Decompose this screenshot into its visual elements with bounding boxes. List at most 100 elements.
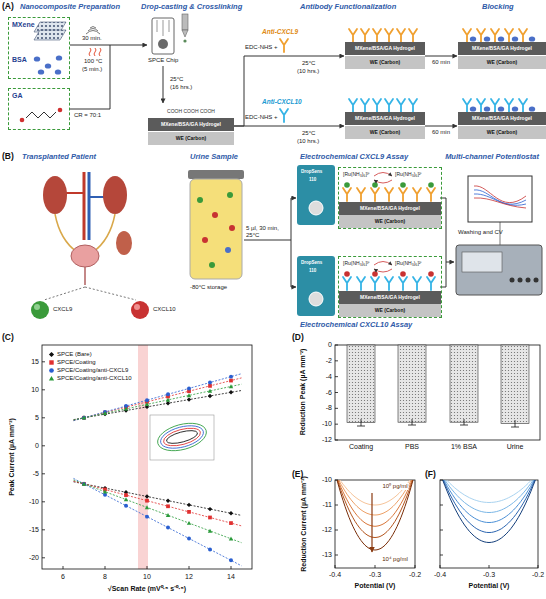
heat-icon	[89, 48, 101, 56]
antibody	[385, 99, 393, 112]
antibody	[477, 29, 485, 42]
data-point	[103, 411, 107, 415]
particle	[225, 247, 231, 253]
bar	[347, 345, 375, 423]
spce-chip	[152, 18, 174, 54]
tick	[335, 440, 338, 441]
antigen	[428, 271, 434, 277]
tick	[489, 565, 490, 568]
legend-text: SPCE/Coating	[57, 359, 96, 365]
tick	[63, 566, 64, 569]
data-point	[145, 499, 149, 503]
tick-label: -8	[326, 404, 332, 412]
plot-frame	[335, 480, 415, 568]
tick	[42, 361, 45, 362]
data-point	[82, 482, 86, 486]
dropper-tip	[182, 30, 188, 37]
data-point	[166, 504, 170, 508]
annotation: EDC-NHS +	[245, 44, 278, 51]
step-heading: Electrochemical CXCL9 Assay	[300, 153, 408, 162]
tick	[440, 480, 443, 481]
tick	[335, 530, 338, 531]
plot-frame	[335, 345, 540, 440]
tick	[335, 345, 338, 346]
tick	[440, 555, 443, 556]
redox-label: [Ru(NH₃)₆]³⁺	[343, 260, 370, 267]
antibody-icon	[280, 39, 288, 52]
tick-label: -13	[322, 551, 332, 559]
cv-curve	[440, 480, 538, 543]
tick	[231, 566, 232, 569]
axis-title: √Scan Rate (mV⁰·⁵ s⁻⁰·⁵)	[108, 585, 186, 593]
data-point	[187, 393, 191, 397]
inset-frame	[150, 415, 214, 460]
assay-inset: [Ru(NH₃)₆]³⁺[Ru(NH₃)₆]²⁺MXene/BSA/GA Hyd…	[338, 256, 442, 318]
cv-curve	[335, 480, 415, 515]
fit-line	[74, 478, 242, 565]
data-point	[208, 547, 212, 551]
antibody	[505, 99, 513, 112]
connector	[518, 278, 523, 283]
bsa-block	[470, 36, 476, 41]
antibody	[373, 99, 381, 112]
data-point	[82, 416, 86, 420]
antibody	[413, 277, 421, 290]
category-label: Coating	[349, 443, 373, 451]
annotation: 100 °C	[84, 58, 102, 65]
transplanted-kidney	[116, 231, 132, 255]
node-text: BSA	[12, 56, 27, 63]
data-point	[229, 379, 233, 383]
data-point	[208, 529, 212, 533]
electrode-layer: WE (Carbon)	[339, 304, 441, 317]
tick-label: 0	[328, 341, 332, 349]
ga-oxygen	[58, 108, 63, 113]
drop	[183, 39, 186, 42]
data-point	[208, 394, 212, 398]
cv-curve	[440, 480, 538, 503]
tick	[42, 557, 45, 558]
tick	[42, 417, 45, 418]
antibody	[491, 99, 499, 112]
chip-contacts	[157, 20, 169, 36]
flow-line	[244, 240, 291, 241]
hydrogel-layer: MXene/BSA/GA Hydrogel	[345, 112, 425, 125]
bladder	[71, 245, 99, 267]
bsa-block	[512, 106, 518, 111]
sensor-device	[297, 256, 335, 316]
flow-line	[291, 198, 292, 287]
tick-label: -15	[29, 526, 39, 534]
tick	[440, 530, 443, 531]
data-point	[82, 482, 86, 486]
tick-label: 0	[35, 442, 39, 450]
tick-label: -0.2	[532, 571, 544, 579]
legend-marker	[48, 367, 55, 374]
legend: SPCE (Bare)SPCE/CoatingSPCE/Coating/anti…	[48, 350, 132, 382]
legend-row: SPCE/Coating/anti-CXCL9	[48, 366, 132, 374]
bsa-block	[484, 36, 490, 41]
connector	[526, 278, 531, 283]
bar	[501, 345, 529, 423]
particle	[227, 192, 233, 198]
legend-marker	[48, 359, 55, 366]
data-point	[208, 507, 212, 511]
legend-marker-shape	[49, 352, 54, 357]
annotation: CXCL9	[53, 306, 72, 313]
antibody	[349, 29, 357, 42]
node-text: MXene	[12, 21, 35, 28]
antibody	[385, 188, 393, 201]
annotation: Washing and CV	[458, 229, 503, 236]
tick-label: 5	[35, 414, 39, 422]
annotation: EDC-NHS +	[245, 114, 278, 121]
step-heading: Transplanted Patient	[22, 153, 96, 162]
error-bar	[357, 419, 519, 427]
ga-molecule	[26, 112, 56, 118]
tick	[42, 445, 45, 446]
data-point	[229, 375, 233, 379]
tick	[335, 392, 338, 393]
bsa-block	[498, 36, 504, 41]
step-heading: Drop-casting & Crosslinking	[141, 3, 242, 12]
ga-oxygen	[20, 118, 25, 123]
legend-text: SPCE/Coating/anti-CXCL9	[57, 367, 128, 373]
